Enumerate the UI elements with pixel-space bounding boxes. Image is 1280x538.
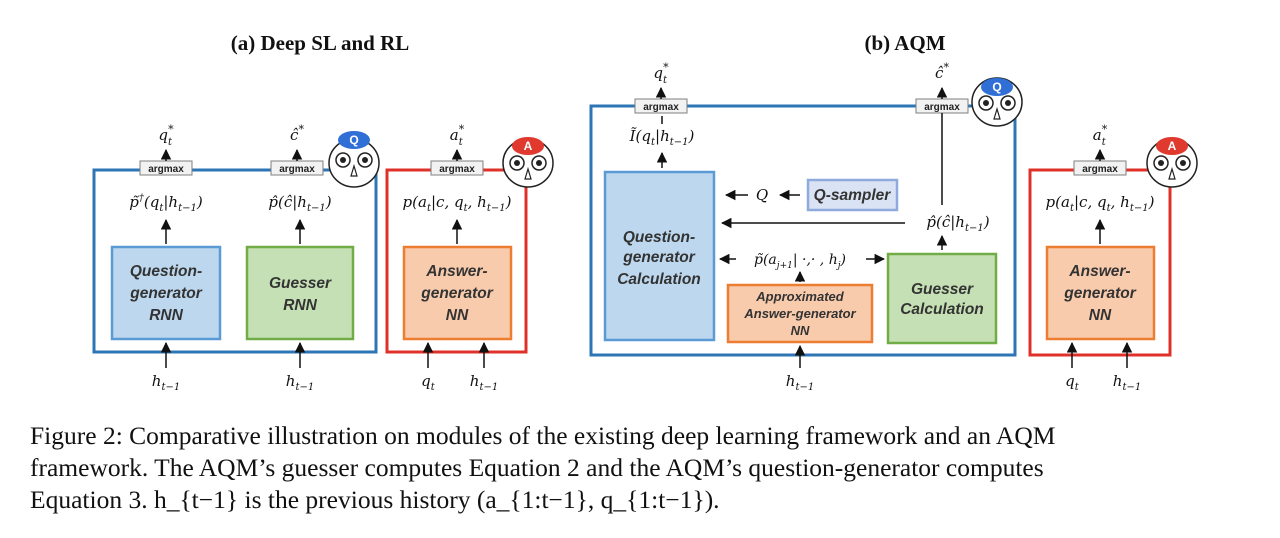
panel-b-answer-output: p(at|c, qt, ht−1) bbox=[1046, 193, 1155, 214]
panel-a-a-badge: A bbox=[524, 139, 533, 153]
panel-a-qstar: qt* bbox=[158, 123, 174, 148]
panel-b-argmax-2-label: argmax bbox=[924, 102, 960, 113]
panel-b-answer-line3: NN bbox=[1089, 307, 1112, 324]
panel-a-answer-input-q: qt bbox=[421, 372, 436, 393]
panel-b-input: ht−1 bbox=[786, 372, 814, 393]
panel-b-qcalc-line1: Question- bbox=[623, 229, 695, 246]
panel-b-qcalc-box bbox=[603, 170, 716, 342]
figure-caption: Figure 2: Comparative illustration on mo… bbox=[30, 420, 1270, 516]
panel-b-qcalc-line3: Calculation bbox=[617, 271, 701, 288]
panel-b-answerer-face-icon: A bbox=[1146, 137, 1198, 188]
panel-b-q-badge: Q bbox=[992, 80, 1001, 94]
panel-a-title: (a) Deep SL and RL bbox=[231, 31, 410, 55]
panel-b-argmax-1-label: argmax bbox=[643, 102, 679, 113]
panel-b-q-arrow-label: Q bbox=[756, 186, 768, 204]
panel-a-guesser-line1: Guesser bbox=[269, 275, 332, 292]
panel-a-answer-input-h: ht−1 bbox=[470, 372, 498, 393]
panel-b-approx-line3: NN bbox=[791, 323, 810, 338]
panel-b-argmax-3-label: argmax bbox=[1082, 164, 1118, 175]
caption-line-3: Equation 3. h_{t−1} is the previous hist… bbox=[30, 485, 720, 514]
panel-b-answer-line2: generator bbox=[1063, 285, 1136, 302]
panel-b-qsampler-label: Q-sampler bbox=[814, 187, 892, 204]
panel-b-answer-input-h: ht−1 bbox=[1113, 372, 1141, 393]
panel-a-qgen-input: ht−1 bbox=[152, 372, 180, 393]
panel-a-q-badge: Q bbox=[349, 133, 358, 147]
panel-a-answerer-face-icon: A bbox=[502, 137, 554, 188]
panel-a-guesser-input: ht−1 bbox=[286, 372, 314, 393]
panel-a-questioner-frame bbox=[92, 168, 378, 354]
panel-a-answer-line3: NN bbox=[446, 307, 469, 324]
panel-b-qsampler-box bbox=[806, 178, 899, 212]
panel-a-qgen-box bbox=[110, 245, 222, 341]
panel-b-cstar: ĉ* bbox=[935, 61, 949, 82]
panel-a-argmax-2-label: argmax bbox=[279, 164, 315, 175]
caption-line-2: framework. The AQM’s guesser computes Eq… bbox=[30, 453, 1044, 482]
panel-a-questioner-face-icon: Q bbox=[328, 131, 380, 188]
panel-a-guesser-line2: RNN bbox=[283, 297, 317, 314]
panel-a-astar: at* bbox=[450, 123, 465, 148]
panel-b-a-badge: A bbox=[1168, 139, 1177, 153]
panel-b-answer-line1: Answer- bbox=[1068, 263, 1130, 280]
panel-a-answer-line2: generator bbox=[420, 285, 493, 302]
panel-a-argmax-3-label: argmax bbox=[439, 164, 475, 175]
panel-b-title: (b) AQM bbox=[864, 31, 945, 55]
panel-b-guesser-box bbox=[886, 252, 998, 345]
panel-a-qgen-output: p̃†(qt|ht−1) bbox=[129, 193, 203, 214]
panel-b-approx-line2: Answer-generator bbox=[743, 306, 856, 321]
panel-b-approx-output: p̃(aj+1| ·,· , hj) bbox=[754, 252, 846, 271]
panel-b-qstar: qt* bbox=[653, 61, 669, 86]
caption-line-1: Figure 2: Comparative illustration on mo… bbox=[30, 421, 1056, 450]
panel-b-qcalc-line2: generator bbox=[622, 249, 695, 266]
panel-b-guesser-output: p̂(ĉ|ht−1) bbox=[926, 213, 989, 234]
panel-a-cstar: ĉ* bbox=[290, 123, 304, 144]
panel-b-guesser-line2: Calculation bbox=[900, 301, 984, 318]
panel-b-questioner-face-icon: Q bbox=[971, 77, 1023, 127]
panel-b-guesser-line1: Guesser bbox=[911, 281, 974, 298]
panel-b-answer-input-q: qt bbox=[1065, 372, 1080, 393]
panel-a-guesser-output: p̂(ĉ|ht−1) bbox=[268, 193, 331, 214]
panel-a-qgen-line2: generator bbox=[129, 285, 202, 302]
panel-a-argmax-1-label: argmax bbox=[148, 164, 184, 175]
panel-a-answer-box bbox=[402, 245, 513, 341]
panel-a-qgen-line1: Question- bbox=[130, 263, 202, 280]
panel-b-astar: at* bbox=[1093, 123, 1108, 148]
panel-b-qcalc-output: Ĩ(qt|ht−1) bbox=[629, 127, 695, 148]
panel-a-answer-output: p(at|c, qt, ht−1) bbox=[403, 193, 512, 214]
panel-a-qgen-line3: RNN bbox=[149, 307, 183, 324]
panel-b-approx-line1: Approximated bbox=[755, 289, 844, 304]
panel-b-approx-box bbox=[726, 283, 874, 344]
panel-a-answer-line1: Answer- bbox=[425, 263, 487, 280]
panel-b-answer-box bbox=[1045, 245, 1156, 341]
panel-a-guesser-box bbox=[245, 245, 355, 341]
